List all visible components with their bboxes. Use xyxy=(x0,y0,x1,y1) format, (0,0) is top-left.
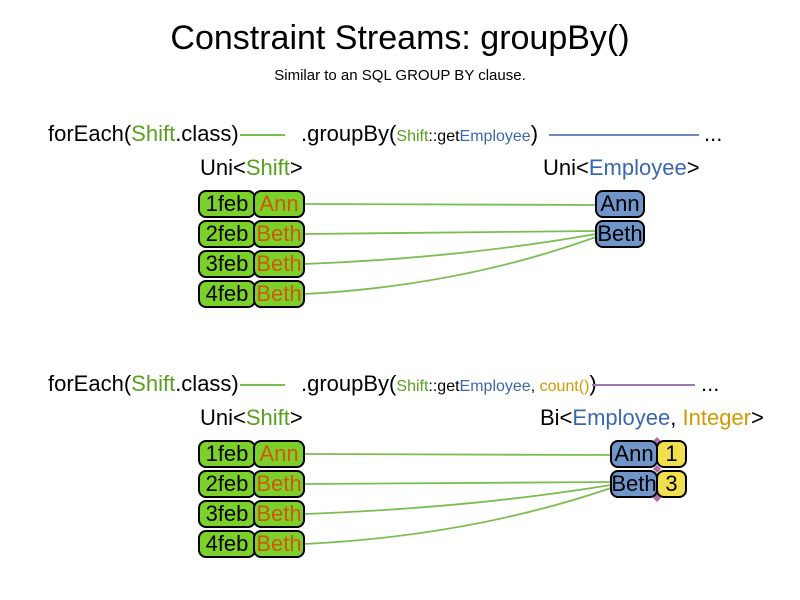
group-employee-box: Beth xyxy=(595,220,645,248)
shift-class-text: Shift xyxy=(396,378,429,395)
shift-class-text: Shift xyxy=(131,121,176,146)
left-type-label: Uni<Shift> xyxy=(200,156,303,180)
group-count-box: 3 xyxy=(656,470,687,498)
code-text: ) xyxy=(589,371,596,396)
ellipsis: ... xyxy=(704,121,723,146)
right-type-label: Uni<Employee> xyxy=(543,156,700,180)
shift-row: 3feb Beth xyxy=(198,250,305,278)
flow-line xyxy=(303,484,612,515)
shift-row: 4feb Beth xyxy=(198,280,305,308)
stream-line-blue xyxy=(549,134,699,136)
shift-row: 2feb Beth xyxy=(198,220,305,248)
shift-date-cell: 2feb xyxy=(198,470,256,498)
code-text: ) xyxy=(530,121,539,146)
flow-line xyxy=(303,481,612,485)
group-result-list: Ann 1 Beth 3 xyxy=(610,440,687,498)
type-text: > xyxy=(289,405,303,430)
type-text: > xyxy=(289,155,303,180)
type-text: Bi< xyxy=(540,405,573,430)
shift-employee-cell: Ann xyxy=(253,190,305,218)
group-employee-box: Beth xyxy=(610,470,658,498)
foreach-call: forEach(Shift.class) xyxy=(48,369,239,399)
foreach-call: forEach(Shift.class) xyxy=(48,119,239,149)
page-title: Constraint Streams: groupBy() xyxy=(170,19,630,57)
shift-row: 4feb Beth xyxy=(198,530,305,558)
shift-class-text: Shift xyxy=(245,405,290,430)
shift-date-cell: 4feb xyxy=(198,280,256,308)
integer-type-text: Integer xyxy=(682,405,752,430)
shift-table: 1feb Ann 2feb Beth 3feb Beth 4feb Beth xyxy=(198,190,305,308)
group-employee-box: Ann xyxy=(610,440,658,468)
code-text: .class) xyxy=(175,121,239,146)
code-text: ::get xyxy=(428,378,460,395)
flow-line xyxy=(303,230,597,235)
code-text: .class) xyxy=(175,371,239,396)
code-text: forEach( xyxy=(48,121,132,146)
stream-line-purple xyxy=(592,384,695,386)
flow-line xyxy=(303,203,597,206)
shift-class-text: Shift xyxy=(131,371,176,396)
page-subtitle: Similar to an SQL GROUP BY clause. xyxy=(274,67,526,84)
shift-class-text: Shift xyxy=(245,155,290,180)
code-text: , xyxy=(530,378,540,395)
shift-employee-cell: Beth xyxy=(253,220,305,248)
code-text: .groupBy( xyxy=(301,121,397,146)
employee-type-text: Employee xyxy=(459,128,531,145)
type-text: > xyxy=(751,405,764,430)
employee-type-text: Employee xyxy=(572,405,671,430)
shift-row: 2feb Beth xyxy=(198,470,305,498)
shift-employee-cell: Beth xyxy=(253,530,305,558)
flow-line xyxy=(303,236,597,295)
shift-employee-cell: Beth xyxy=(253,280,305,308)
type-text: Uni< xyxy=(200,405,246,430)
group-employee-box: Ann xyxy=(595,190,645,218)
group-row: Beth 3 xyxy=(610,470,687,498)
shift-date-cell: 1feb xyxy=(198,440,256,468)
ellipsis: ... xyxy=(701,371,720,396)
shift-row: 3feb Beth xyxy=(198,500,305,528)
shift-employee-cell: Beth xyxy=(253,250,305,278)
right-type-label: Bi<Employee, Integer> xyxy=(540,406,764,430)
type-text: > xyxy=(686,155,700,180)
code-text: forEach( xyxy=(48,371,132,396)
type-text: , xyxy=(670,405,683,430)
stream-line-green xyxy=(240,134,285,136)
code-text: ::get xyxy=(428,128,460,145)
flow-line xyxy=(303,233,597,265)
group-count-box: 1 xyxy=(656,440,687,468)
group-row: Ann 1 xyxy=(610,440,687,468)
shift-row: 1feb Ann xyxy=(198,190,305,218)
group-result-list: Ann Beth xyxy=(595,190,645,248)
shift-date-cell: 3feb xyxy=(198,500,256,528)
left-type-label: Uni<Shift> xyxy=(200,406,303,430)
type-text: Uni< xyxy=(543,155,589,180)
shift-date-cell: 3feb xyxy=(198,250,256,278)
shift-employee-cell: Ann xyxy=(253,440,305,468)
shift-date-cell: 4feb xyxy=(198,530,256,558)
code-text: .groupBy( xyxy=(301,371,397,396)
stream-line-green xyxy=(240,384,285,386)
shift-employee-cell: Beth xyxy=(253,470,305,498)
shift-row: 1feb Ann xyxy=(198,440,305,468)
count-collector-text: count() xyxy=(539,378,590,395)
employee-type-text: Employee xyxy=(459,378,531,395)
flow-line xyxy=(303,487,612,545)
shift-date-cell: 2feb xyxy=(198,220,256,248)
flow-line xyxy=(303,453,612,456)
shift-table: 1feb Ann 2feb Beth 3feb Beth 4feb Beth xyxy=(198,440,305,558)
type-text: Uni< xyxy=(200,155,246,180)
groupby-call: .groupBy(Shift::getEmployee) xyxy=(301,119,538,152)
employee-type-text: Employee xyxy=(588,155,687,180)
groupby-call: .groupBy(Shift::getEmployee, count()) xyxy=(301,369,597,402)
shift-date-cell: 1feb xyxy=(198,190,256,218)
shift-class-text: Shift xyxy=(396,128,429,145)
shift-employee-cell: Beth xyxy=(253,500,305,528)
